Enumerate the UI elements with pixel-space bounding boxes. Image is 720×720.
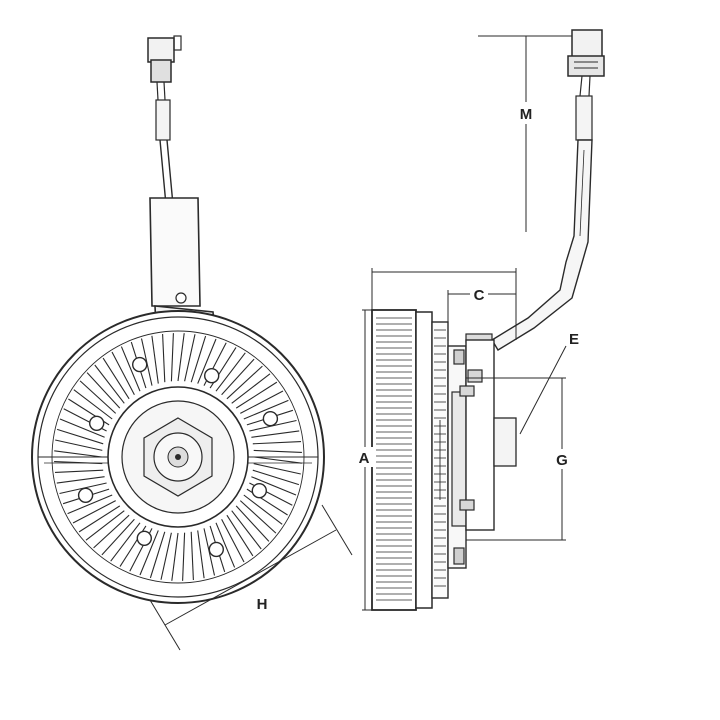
fin-line — [252, 469, 300, 486]
bolt-hole — [251, 483, 267, 499]
fin-line — [171, 532, 179, 581]
dimension-a: A — [355, 309, 373, 611]
label-c: C — [474, 287, 485, 304]
fin-line — [78, 505, 121, 533]
fin-line — [94, 364, 125, 404]
fin-line — [243, 494, 283, 525]
fin-line — [101, 518, 135, 556]
bolt-hole — [262, 411, 279, 427]
fin-line — [190, 531, 194, 581]
fin-line — [252, 441, 302, 445]
fin-line — [221, 358, 255, 396]
fin-line — [177, 333, 185, 382]
side-view: A C G E — [355, 29, 605, 611]
bolt-hole — [77, 487, 94, 503]
bolt-hole — [203, 368, 220, 384]
fin-line — [59, 418, 105, 438]
bolt-hole — [88, 415, 105, 431]
fin-line — [56, 476, 105, 484]
dimension-top-width — [371, 268, 517, 340]
label-e: E — [569, 331, 579, 348]
bolt-hole — [136, 530, 153, 546]
fin-line — [184, 334, 196, 382]
fin-line — [231, 373, 271, 404]
fin-line — [182, 532, 186, 581]
fin-line — [215, 522, 236, 568]
fin-line — [170, 333, 174, 382]
fin-line — [253, 456, 302, 464]
fin-line — [85, 510, 125, 541]
fin-line — [251, 430, 300, 438]
fin-line — [139, 530, 159, 576]
bolt-hole — [131, 356, 148, 373]
fin-line — [197, 530, 205, 579]
label-a: A — [359, 450, 370, 467]
fin-line — [251, 476, 297, 496]
fin-line — [235, 505, 270, 542]
fin-line — [215, 352, 246, 392]
fin-line — [67, 494, 113, 515]
label-m: M — [520, 106, 533, 123]
fin-line — [111, 351, 135, 395]
fin-line — [73, 389, 113, 420]
side-cable-bracket — [491, 95, 593, 351]
bolt-hole — [208, 541, 225, 558]
fin-line — [253, 463, 301, 475]
front-view: H — [31, 35, 353, 651]
fin-line — [54, 469, 104, 473]
fin-line — [226, 514, 254, 557]
leader-e: E — [519, 331, 579, 435]
dimension-m: M — [478, 35, 572, 232]
fin-line — [226, 365, 263, 400]
fin-line — [197, 338, 217, 384]
fin-line — [102, 357, 130, 400]
fin-line — [120, 346, 141, 392]
dimension-h: H — [149, 504, 353, 651]
fin-line — [149, 531, 166, 579]
fin-line — [253, 449, 302, 453]
fin-line — [79, 380, 117, 414]
side-fin-pack — [371, 309, 449, 611]
fin-line — [56, 428, 104, 445]
fin-line — [93, 514, 130, 549]
front-connector-plug — [147, 35, 182, 101]
fin-line — [110, 522, 141, 562]
fin-line — [151, 335, 159, 384]
fin-line — [190, 335, 207, 383]
fin-line — [240, 390, 284, 414]
side-connector-plug — [567, 29, 605, 97]
label-h: H — [257, 596, 268, 613]
side-rear-housing — [439, 333, 517, 569]
fin-line — [86, 372, 121, 409]
front-bolt-holes — [77, 356, 279, 558]
dimension-c: C — [447, 284, 516, 322]
front-center-hub — [107, 386, 249, 528]
fin-line — [231, 510, 262, 550]
fin-line — [235, 381, 278, 409]
fin-line — [221, 519, 245, 563]
side-fin-lines — [376, 317, 412, 601]
fin-line — [162, 333, 166, 383]
label-g: G — [556, 452, 568, 469]
fin-line — [54, 450, 103, 458]
fin-line — [239, 500, 277, 534]
fin-line — [54, 461, 103, 465]
fin-line — [55, 439, 103, 451]
fin-line — [72, 500, 116, 524]
fin-line — [160, 532, 172, 580]
fin-line — [243, 399, 289, 420]
